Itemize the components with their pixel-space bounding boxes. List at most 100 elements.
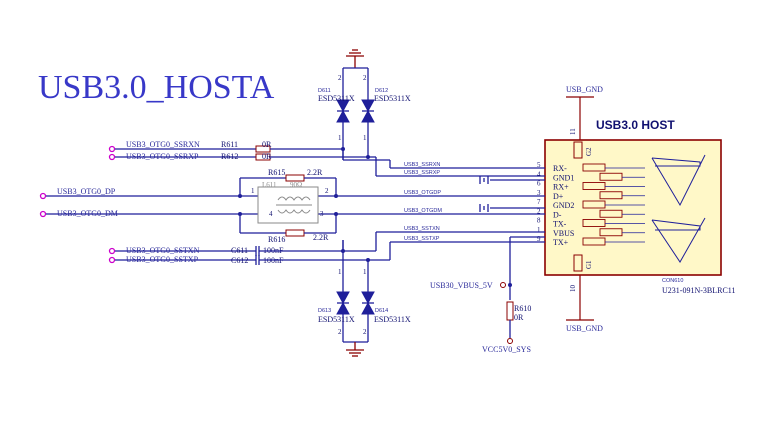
net-ssrxn[interactable]: USB3_OTG0_SSRXN R611 0R USB3_SSRXN [108,140,546,169]
ssrxp-bus-label: USB3_SSRXP [404,170,440,176]
port-sstxn[interactable] [108,247,116,255]
esd-lower-group[interactable]: D613 D614 ESD5311X ESD5311X 1 1 2 2 [318,240,411,357]
sstxn-bus-label: USB3_SSTXN [404,226,440,232]
sstxn-label: USB3_OTG0_SSTXN [126,246,200,255]
port-sstxp[interactable] [108,256,116,264]
port-dm[interactable] [39,210,47,218]
r616-body [285,229,305,237]
d611-pin1: 1 [338,134,342,142]
connector-pin-name: TX+ [553,238,569,247]
dm-label: USB3_OTG0_DM [57,209,118,218]
choke-l611[interactable]: L611 90Ω 1 2 4 3 [251,181,329,224]
d613-pin2: 2 [338,328,342,336]
d611-pin2: 2 [338,74,342,82]
usb3-connector-con610[interactable]: USB3.0 HOST CON610 U231-091N-3BLRC11 USB… [537,85,735,333]
r615-ref: R615 [268,168,285,177]
small-gnd-2 [479,204,489,212]
choke-pin3: 3 [320,210,324,218]
d613-diode-b [336,301,350,315]
pin-g1-box [573,254,583,272]
net-sstxp[interactable]: USB3_OTG0_SSTXP C612 100nF USB3_SSTXP [108,236,546,265]
ssrxp-junction [366,155,370,159]
dp-bus-label: USB3_OTGDP [404,190,441,196]
net-vbus[interactable]: USB30_VBUS_5V R610 0R VCC5V0_SYS [430,236,545,354]
choke-val: 90Ω [290,181,302,189]
dp-junction-l [238,194,242,198]
connector-pin-pad [582,219,606,227]
dp-junction-r [334,194,338,198]
net-dm[interactable]: USB3_OTG0_DM R616 2.2R USB3_OTGDM [39,208,546,244]
d611-part: ESD5311X [318,94,355,103]
d614-part: ESD5311X [374,315,411,324]
c611-ref: C611 [231,246,248,255]
d613-diode-a [336,291,350,305]
connector-pin-number: 9 [537,235,541,243]
r616-ref: R616 [268,235,285,244]
ssrxn-label: USB3_OTG0_SSRXN [126,140,200,149]
choke-coil-bottom [277,209,311,214]
dm-junction-r [334,212,338,216]
sstxn-junction [341,249,345,253]
choke-coil-top [277,196,311,201]
net-dp[interactable]: USB3_OTG0_DP R615 2.2R USB3_OTGDP [39,168,546,200]
sstxp-bus-label: USB3_SSTXP [404,236,440,242]
connector-pin-number: 5 [537,161,541,169]
choke-pin1: 1 [251,187,255,195]
pin-g2-label: G2 [585,147,593,156]
port-dp[interactable] [39,192,47,200]
connector-ref: CON610 [662,278,683,284]
connector-pin-pad [599,228,623,237]
ssrxp-label: USB3_OTG0_SSRXP [126,152,199,161]
conn-tongue-lower [651,219,701,231]
gnd-label-bottom: USB_GND [566,324,603,333]
net-ssrxp[interactable]: USB3_OTG0_SSRXP R612 0R USB3_SSRXP [108,150,546,177]
d614-pin1: 1 [363,268,367,276]
port-ssrxp[interactable] [108,153,116,161]
d614-diode-b [361,301,375,315]
d612-part: ESD5311X [374,94,411,103]
connector-pin-pad [582,237,606,246]
connector-pin-number: 2 [537,207,541,215]
connector-pin-number: 7 [537,198,541,206]
net-sstxn[interactable]: USB3_OTG0_SSTXN C611 100nF USB3_SSTXN [108,226,546,256]
r616-val: 2.2R [313,233,329,242]
r610-val: 0R [514,313,524,322]
conn-shape-upper [651,154,706,207]
pin-g1-label: G1 [585,260,593,269]
d611-ref: D611 [318,88,331,94]
d612-pin2: 2 [363,74,367,82]
esd-upper-group[interactable]: D611 D612 ESD5311X ESD5311X 2 2 1 1 [318,49,411,160]
port-vbus[interactable] [500,282,506,288]
d613-part: ESD5311X [318,315,355,324]
connector-pin-pad [599,209,623,218]
port-ssrxn[interactable] [108,145,116,153]
choke-pin2: 2 [325,187,329,195]
sstxp-label: USB3_OTG0_SSTXP [126,255,199,264]
vbus-junction [508,283,512,287]
d612-diode-a [361,99,375,113]
d613-pin1: 1 [338,268,342,276]
d612-diode-b [361,109,375,123]
connector-pin-name: VBUS [553,229,574,238]
c612-ref: C612 [231,256,248,265]
pin-10-num: 10 [569,285,577,293]
connector-pin-name: GND2 [553,201,574,210]
port-vcc5v0[interactable] [507,338,513,344]
d614-pin2: 2 [363,328,367,336]
pin-g2-box [573,141,583,159]
ssrxn-junction [341,147,345,151]
d612-ref: D612 [375,88,388,94]
connector-part: U231-091N-3BLRC11 [662,286,735,295]
sheet-title: USB3.0_HOSTA [38,69,275,106]
connector-pin-name: RX+ [553,183,569,192]
connector-pin-pad [599,172,623,181]
d611-diode-b [336,109,350,123]
r611-ref: R611 [221,140,238,149]
choke-ref: L611 [262,181,277,189]
pin-11-num: 11 [569,128,577,135]
d612-pin1: 1 [363,134,367,142]
vcc-label: VCC5V0_SYS [482,345,531,354]
connector-pin-name: D- [553,210,562,219]
